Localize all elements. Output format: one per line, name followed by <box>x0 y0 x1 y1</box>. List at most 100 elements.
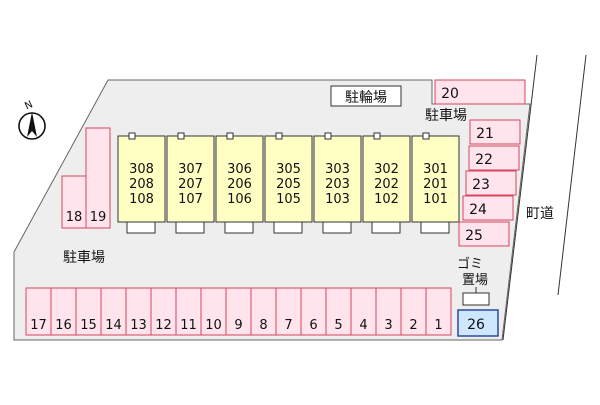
parking-slot-box <box>25 287 52 336</box>
parking-slot: 13 <box>125 287 152 336</box>
north-label: N <box>23 99 34 112</box>
parking-slot: 23 <box>465 170 517 196</box>
parking-slot-box <box>300 287 327 336</box>
unit-entrance <box>224 221 254 234</box>
road-line-right <box>557 54 587 296</box>
unit-block <box>264 135 313 223</box>
parking-slot: 16 <box>50 287 77 336</box>
parking-slot-number: 17 <box>30 318 47 333</box>
parking-slot: 19 <box>85 127 111 229</box>
unit-marker-top <box>275 132 283 140</box>
parking-slot-number: 3 <box>384 318 392 333</box>
room-number: 308 <box>129 162 154 177</box>
room-number: 306 <box>227 162 252 177</box>
unit-marker-top <box>128 132 136 140</box>
parking-slot-number: 15 <box>80 318 97 333</box>
room-number: 103 <box>325 192 350 207</box>
parking-slot-number: 21 <box>476 126 494 142</box>
parking-slot: 3 <box>375 287 402 336</box>
unit-block <box>166 135 215 223</box>
parking-slot-box <box>275 287 302 336</box>
room-number: 105 <box>276 192 301 207</box>
room-number: 205 <box>276 177 301 192</box>
parking-slot: 9 <box>225 287 252 336</box>
parking-slot: 24 <box>462 195 514 221</box>
parking-slot-box <box>150 287 177 336</box>
room-number: 206 <box>227 177 252 192</box>
room-number: 302 <box>374 162 399 177</box>
room-number: 203 <box>325 177 350 192</box>
parking-slot: 22 <box>468 145 520 171</box>
parking-slot-number: 7 <box>284 318 292 333</box>
parking-slot-number: 8 <box>259 318 267 333</box>
parking-slot: 10 <box>200 287 227 336</box>
unit-entrance <box>371 221 401 234</box>
unit-block <box>215 135 264 223</box>
parking-slot: 8 <box>250 287 277 336</box>
unit-entrance <box>126 221 156 234</box>
parking-slot: 2 <box>400 287 427 336</box>
room-number: 106 <box>227 192 252 207</box>
unit-block <box>411 135 460 223</box>
unit-marker-top <box>422 132 430 140</box>
garbage-label-line2: 置場 <box>462 273 488 288</box>
parking-slot: 6 <box>300 287 327 336</box>
parking-slot-box <box>425 287 452 336</box>
unit-entrance <box>175 221 205 234</box>
room-number: 305 <box>276 162 301 177</box>
parking-slot-number: 4 <box>359 318 367 333</box>
parking-label-left: 駐車場 <box>63 249 105 266</box>
parking-slot-number: 18 <box>66 210 83 225</box>
parking-slot-number: 20 <box>441 86 459 102</box>
room-number: 102 <box>374 192 399 207</box>
room-number: 107 <box>178 192 203 207</box>
unit-block <box>117 135 166 223</box>
parking-slot-box <box>458 221 510 247</box>
room-number: 208 <box>129 177 154 192</box>
parking-slot-box <box>75 287 102 336</box>
parking-slot: 17 <box>25 287 52 336</box>
room-number: 207 <box>178 177 203 192</box>
garbage-box <box>462 292 490 306</box>
parking-slot: 7 <box>275 287 302 336</box>
room-number: 301 <box>423 162 448 177</box>
room-number: 101 <box>423 192 448 207</box>
parking-slot-box <box>465 170 517 196</box>
parking-slot-box <box>125 287 152 336</box>
parking-slot-number: 2 <box>409 318 417 333</box>
parking-slot-number: 10 <box>205 318 222 333</box>
unit-marker-top <box>226 132 234 140</box>
parking-label-top: 駐車場 <box>425 107 467 124</box>
parking-slot: 4 <box>350 287 377 336</box>
parking-slot: 20 <box>434 79 526 105</box>
unit-marker-top <box>373 132 381 140</box>
parking-slot-box <box>468 145 520 171</box>
road-line-left <box>502 54 538 341</box>
parking-slot-box <box>457 309 499 337</box>
parking-slot-box <box>85 127 111 229</box>
parking-slot: 1 <box>425 287 452 336</box>
unit-marker-top <box>177 132 185 140</box>
parking-slot-number: 9 <box>234 318 242 333</box>
parking-slot-box <box>50 287 77 336</box>
parking-slot-number: 5 <box>334 318 342 333</box>
parking-slot-box <box>100 287 127 336</box>
parking-slot-number: 1 <box>434 318 442 333</box>
parking-slot: 21 <box>469 119 521 145</box>
parking-slot-highlighted: 26 <box>457 309 499 337</box>
parking-slot-box <box>469 119 521 145</box>
room-number: 202 <box>374 177 399 192</box>
room-number: 303 <box>325 162 350 177</box>
parking-slot: 11 <box>175 287 202 336</box>
parking-slot: 18 <box>61 175 87 229</box>
parking-slot-number: 16 <box>55 318 72 333</box>
parking-slot-number: 23 <box>472 177 490 193</box>
